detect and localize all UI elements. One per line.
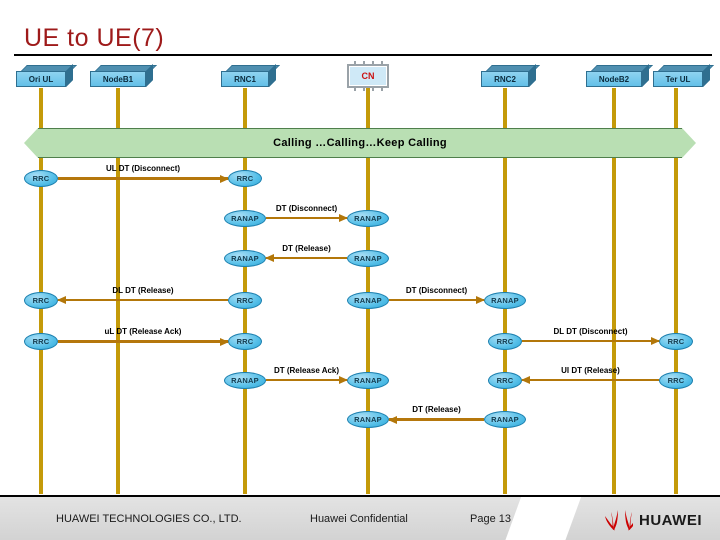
arrow-head-icon bbox=[339, 376, 348, 384]
node-cn[interactable]: CN bbox=[347, 64, 389, 88]
arrow-head-icon bbox=[388, 415, 397, 424]
protocol-bubble-ranap-cn[interactable]: RANAP bbox=[347, 292, 389, 309]
message-label-m5: DT (Disconnect) bbox=[405, 286, 468, 295]
arrow-head-icon bbox=[220, 174, 229, 183]
message-arrow-m2 bbox=[266, 214, 348, 222]
arrow-head-icon bbox=[265, 254, 274, 262]
node-nodeb1[interactable]: NodeB1 bbox=[90, 64, 157, 87]
message-label-m1: UL DT (Disconnect) bbox=[105, 164, 181, 173]
banner-left-arrow bbox=[24, 128, 38, 158]
arrow-head-icon bbox=[476, 296, 485, 304]
lifeline-oriul bbox=[39, 88, 43, 494]
node-label: RNC1 bbox=[221, 71, 269, 87]
huawei-wordmark: HUAWEI bbox=[639, 511, 702, 529]
message-arrow-m7 bbox=[522, 337, 660, 345]
cn-edge-tick-icon bbox=[372, 88, 374, 91]
node-label: Ori UL bbox=[16, 71, 66, 87]
protocol-bubble-ranap-rnc1[interactable]: RANAP bbox=[224, 372, 266, 389]
protocol-bubble-ranap-cn[interactable]: RANAP bbox=[347, 372, 389, 389]
protocol-bubble-ranap-rnc1[interactable]: RANAP bbox=[224, 250, 266, 267]
cn-edge-tick-icon bbox=[381, 88, 383, 91]
arrow-head-icon bbox=[220, 337, 229, 346]
arrow-head-icon bbox=[521, 376, 530, 384]
node-oriul[interactable]: Ori UL bbox=[16, 64, 77, 87]
protocol-bubble-rrc-terul[interactable]: RRC bbox=[659, 333, 693, 350]
banner-right-arrow bbox=[682, 128, 696, 158]
protocol-bubble-rrc-rnc1[interactable]: RRC bbox=[228, 292, 262, 309]
message-arrow-m10 bbox=[388, 415, 484, 424]
protocol-bubble-rrc-rnc2[interactable]: RRC bbox=[488, 333, 522, 350]
footer-slash-decor bbox=[499, 497, 585, 540]
message-label-m4: DL DT (Release) bbox=[112, 286, 174, 295]
protocol-bubble-ranap-cn[interactable]: RANAP bbox=[347, 250, 389, 267]
lifeline-nodeb2 bbox=[612, 88, 616, 494]
protocol-bubble-rrc-oriul[interactable]: RRC bbox=[24, 170, 58, 187]
arrow-head-icon bbox=[651, 337, 660, 345]
message-label-m2: DT (Disconnect) bbox=[275, 204, 338, 213]
huawei-logo: HUAWEI bbox=[603, 509, 702, 531]
message-label-m10: DT (Release) bbox=[412, 405, 461, 414]
node-label: RNC2 bbox=[481, 71, 529, 87]
cn-edge-tick-icon bbox=[381, 61, 383, 64]
footer-page-number: Page 13 bbox=[470, 513, 511, 525]
cn-edge-tick-icon bbox=[354, 61, 356, 64]
message-label-m8: DT (Release Ack) bbox=[273, 366, 340, 375]
node-label: NodeB2 bbox=[586, 71, 642, 87]
message-arrow-m5 bbox=[389, 296, 485, 304]
huawei-flower-icon bbox=[605, 510, 633, 531]
lifeline-cn bbox=[366, 88, 370, 494]
lifeline-nodeb1 bbox=[116, 88, 120, 494]
calling-banner: Calling …Calling…Keep Calling bbox=[24, 128, 696, 158]
footer-company: HUAWEI TECHNOLOGIES CO., LTD. bbox=[56, 513, 242, 525]
protocol-bubble-rrc-oriul[interactable]: RRC bbox=[24, 292, 58, 309]
page-title: UE to UE(7) bbox=[24, 24, 165, 52]
cn-edge-tick-icon bbox=[372, 61, 374, 64]
protocol-bubble-ranap-rnc2[interactable]: RANAP bbox=[484, 411, 526, 428]
node-rnc2[interactable]: RNC2 bbox=[481, 64, 540, 87]
protocol-bubble-ranap-cn[interactable]: RANAP bbox=[347, 210, 389, 227]
protocol-bubble-rrc-rnc2[interactable]: RRC bbox=[488, 372, 522, 389]
message-arrow-m9 bbox=[521, 376, 659, 384]
message-arrow-m3 bbox=[265, 254, 347, 262]
protocol-bubble-rrc-terul[interactable]: RRC bbox=[659, 372, 693, 389]
banner-label: Calling …Calling…Keep Calling bbox=[38, 128, 682, 158]
message-label-m6: uL DT (Release Ack) bbox=[104, 327, 182, 336]
lifeline-terul bbox=[674, 88, 678, 494]
node-nodeb2[interactable]: NodeB2 bbox=[586, 64, 653, 87]
node-rnc1[interactable]: RNC1 bbox=[221, 64, 280, 87]
lifeline-rnc2 bbox=[503, 88, 507, 494]
node-label: NodeB1 bbox=[90, 71, 146, 87]
cn-edge-tick-icon bbox=[363, 61, 365, 64]
arrow-head-icon bbox=[57, 296, 66, 304]
message-label-m3: DT (Release) bbox=[282, 244, 331, 253]
protocol-bubble-rrc-rnc1[interactable]: RRC bbox=[228, 333, 262, 350]
message-arrow-m1 bbox=[58, 174, 229, 183]
protocol-bubble-rrc-rnc1[interactable]: RRC bbox=[228, 170, 262, 187]
protocol-bubble-ranap-rnc1[interactable]: RANAP bbox=[224, 210, 266, 227]
message-label-m9: Ul DT (Release) bbox=[561, 366, 620, 375]
footer-confidential: Huawei Confidential bbox=[310, 513, 408, 525]
cn-edge-tick-icon bbox=[363, 88, 365, 91]
node-terul[interactable]: Ter UL bbox=[653, 64, 714, 87]
protocol-bubble-ranap-rnc2[interactable]: RANAP bbox=[484, 292, 526, 309]
slide-footer: HUAWEI TECHNOLOGIES CO., LTD. Huawei Con… bbox=[0, 495, 720, 540]
message-arrow-m8 bbox=[266, 376, 348, 384]
message-label-m7: DL DT (Disconnect) bbox=[553, 327, 628, 336]
message-arrow-m6 bbox=[58, 337, 229, 346]
title-divider bbox=[14, 54, 712, 56]
arrow-head-icon bbox=[339, 214, 348, 222]
lifeline-rnc1 bbox=[243, 88, 247, 494]
cn-edge-tick-icon bbox=[354, 88, 356, 91]
sequence-diagram: Ori UL NodeB1 RNC1 CN RNC2 NodeB2 Ter UL Calli… bbox=[0, 55, 720, 495]
protocol-bubble-rrc-oriul[interactable]: RRC bbox=[24, 333, 58, 350]
protocol-bubble-ranap-cn[interactable]: RANAP bbox=[347, 411, 389, 428]
message-arrow-m4 bbox=[57, 296, 228, 304]
node-label: Ter UL bbox=[653, 71, 703, 87]
